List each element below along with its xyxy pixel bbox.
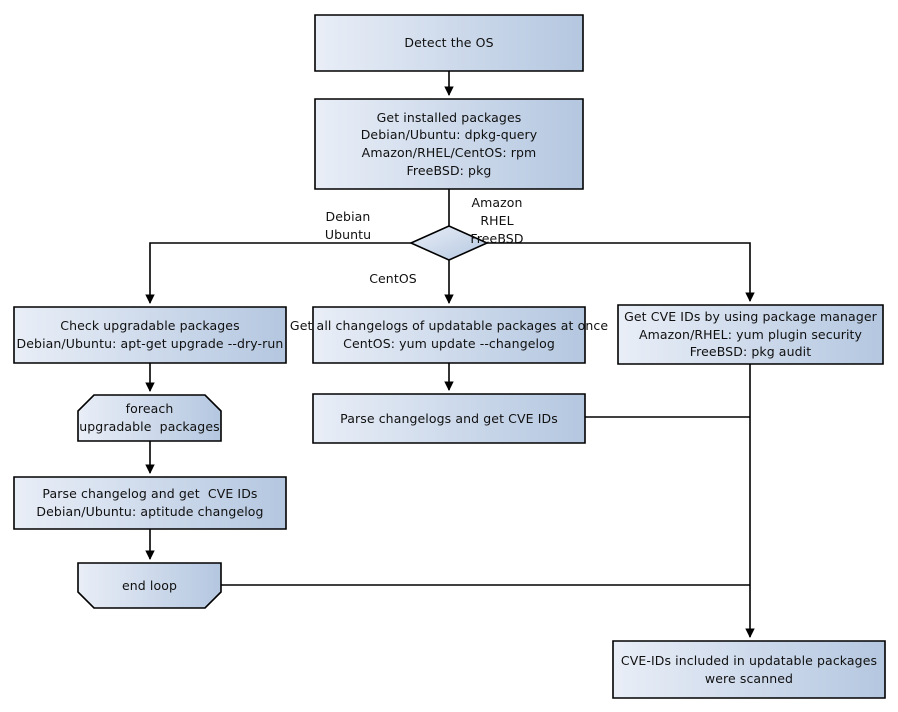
node-get-cve-ids-package-manager[interactable] [617, 304, 884, 365]
node-layer [13, 14, 886, 699]
node-os-decision[interactable] [409, 225, 489, 261]
node-foreach-upgradable-packages[interactable] [77, 394, 222, 442]
edge-label-debian-ubuntu: Debian Ubuntu [324, 209, 372, 242]
node-get-installed-packages[interactable] [314, 98, 584, 190]
node-parse-changelogs-get-cve-ids[interactable] [312, 393, 586, 444]
node-end-loop[interactable] [77, 562, 222, 609]
edge-label-amazon-rhel-freebsd: Amazon RHEL FreeBSD [470, 195, 524, 246]
node-cve-ids-scanned[interactable] [612, 640, 886, 699]
edge-decision-right-amazon [487, 242, 755, 302]
edge-layer [145, 71, 755, 638]
node-check-upgradable-packages[interactable] [13, 306, 287, 364]
node-parse-changelog-get-cve-ids[interactable] [13, 476, 287, 530]
node-get-all-changelogs[interactable] [312, 306, 586, 364]
edge-decision-left-debian [145, 242, 411, 304]
node-detect-os[interactable] [314, 14, 584, 72]
edge-label-centos: CentOS [369, 271, 417, 286]
